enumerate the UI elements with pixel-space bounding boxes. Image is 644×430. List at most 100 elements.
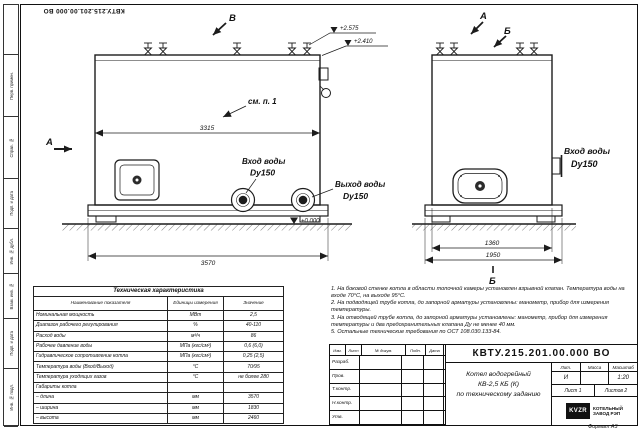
signature-row: Н.контр. [330, 397, 445, 412]
signature-cell [402, 369, 424, 383]
tech-cell-value [223, 382, 284, 394]
boiler-front-view [54, 22, 388, 261]
zero-level-flag [290, 217, 298, 224]
tech-cell-units: % [167, 320, 224, 332]
tech-cell-units: МВт [167, 309, 224, 322]
tech-cell-name: Температура уходящих газов [33, 371, 168, 384]
document-number: КВТУ.215.201.00.000 ВО [446, 345, 637, 363]
signature-cell [424, 383, 444, 397]
section-mark-b-bottom: Б [489, 276, 496, 287]
dim-label-1950: 1950 [486, 252, 501, 259]
inlet-front-label: Вход воды [242, 157, 285, 166]
signature-cell [402, 397, 424, 411]
tech-cell-name: Номинальная мощность [33, 309, 168, 322]
note-item: 2. На подводящей трубе котла, до запорно… [331, 300, 609, 314]
boiler-views-drawing: В А см. п. 1 +2.575 +2.410 +0.000 3315 3… [45, 11, 611, 287]
lit-mass-scale-row: Лит. И Масса Масштаб 1:20 [552, 363, 638, 385]
inlet-side-label: Вход воды [564, 146, 611, 156]
role-label: Н.контр. [330, 397, 360, 411]
format-note: Формат А3 [588, 424, 618, 430]
tech-cell-name: Диапазон рабочего регулирования [33, 320, 168, 332]
tech-cell-units [167, 382, 224, 394]
frame-left-cell: Подп. и дата [4, 319, 18, 369]
tech-cell-value: 0,25 (2,5) [223, 351, 284, 363]
role-label: Пров. [330, 369, 360, 383]
tech-col-name-header: Наименование показателя [33, 296, 168, 311]
signature-cell [424, 397, 444, 411]
signature-cell [424, 369, 444, 383]
signature-cell [360, 397, 402, 411]
tech-cell-units: мм [167, 392, 224, 404]
dim-label-3315: 3315 [200, 125, 215, 132]
tech-col-value-header: Значение [223, 296, 284, 311]
level-label-2575: +2.575 [340, 26, 359, 32]
scale-value: 1:20 [617, 375, 630, 381]
signature-cell [402, 356, 424, 369]
frame-left-cell: Взам. инв. № [4, 274, 18, 319]
company-logo: KVZR [566, 403, 591, 419]
signature-cell [360, 411, 402, 424]
product-title-line: Котел водогрейный [466, 371, 531, 378]
sheets-total: Листов 2 [604, 387, 628, 394]
note-item: 1. На боковой стенке котла в области топ… [331, 286, 625, 299]
gauge-bracket [318, 67, 329, 81]
air-valve-icon [449, 42, 459, 56]
section-a-arrow-top [470, 21, 484, 35]
title-block-header-col: № докум. [362, 345, 406, 355]
side-hatch-door [452, 168, 508, 204]
role-label: Т.контр. [330, 383, 360, 397]
tech-cell-value: не более 280 [223, 371, 284, 384]
air-valve-icon [515, 42, 525, 56]
tech-cell-name: – длина [33, 392, 168, 404]
inlet-front-size: Dy150 [250, 168, 275, 178]
tech-cell-units: °С [167, 361, 224, 373]
signature-cell [360, 356, 402, 369]
tech-cell-units: МПа (кгс/см²) [167, 340, 224, 353]
frame-left-cell: Справ. № [4, 117, 18, 179]
tech-cell-name: Рабочее давление воды [33, 340, 168, 353]
tech-table-row: Габариты котла [33, 382, 284, 394]
signature-cell [360, 369, 402, 383]
title-block-header-col: Дата [426, 345, 444, 355]
inlet-flange [230, 187, 256, 213]
tech-cell-units: °С [167, 371, 224, 384]
air-valve-icon [435, 42, 445, 56]
signature-cell [402, 411, 424, 424]
title-block-header-col: Подп. [406, 345, 426, 355]
frame-left-cell: Подп. и дата [4, 179, 18, 229]
tech-table-title: Техническая характеристика [33, 286, 284, 297]
air-valve-icon [529, 42, 539, 56]
see-note-label: см. п. 1 [248, 97, 277, 106]
company-name-line: КОТЕЛЬНЫЙ [593, 405, 623, 411]
section-b-arrow-top [493, 35, 507, 48]
product-title-line: КВ-2,5 КБ (К) [478, 381, 519, 389]
tech-cell-name: Температура воды (Вход/Выход) [33, 361, 168, 373]
tech-characteristics-table: Техническая характеристика Наименование … [33, 286, 284, 425]
frame-left-cell: Перв. примен. [4, 55, 18, 117]
section-mark-a-left: А [45, 137, 53, 148]
product-title-line: по техническому заданию [456, 391, 541, 399]
view-mark-v: В [229, 13, 236, 24]
tech-cell-name: – ширина [33, 402, 168, 414]
gauge-icon [321, 88, 331, 98]
inlet-side-size: Dy150 [571, 159, 598, 169]
signature-cell [424, 411, 444, 424]
title-block-header-col: Изм. [330, 345, 346, 355]
outlet-front-size: Dy150 [343, 191, 368, 201]
tech-cell-value: 70/95 [223, 361, 284, 373]
air-valve-icon [287, 42, 297, 56]
